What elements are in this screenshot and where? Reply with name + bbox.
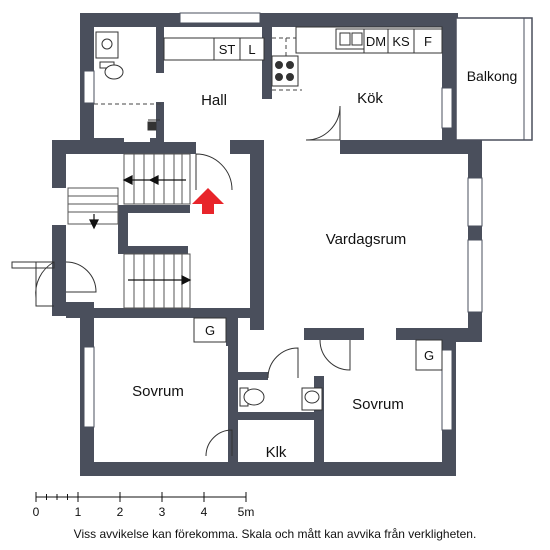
label-st: ST [219,42,236,57]
label-g-right: G [424,348,434,363]
room-balkong: Balkong [467,68,518,84]
label-l: L [248,42,255,57]
balcony [455,17,533,141]
bathroom-fixtures [95,31,157,131]
label-g-center: G [205,323,215,338]
doors [11,105,351,457]
room-hall: Hall [201,92,227,109]
scale-tick-labels: 0 1 2 3 4 5m [33,505,255,519]
closets [193,317,443,371]
entrance-arrow [192,188,224,214]
scale-tick-5: 5m [238,505,255,519]
center-bath-fixtures [239,387,323,411]
stair-arrows [89,175,192,285]
label-dm: DM [366,34,386,49]
scale-bar [35,492,247,502]
room-sovrum-left: Sovrum [132,383,184,400]
scale-tick-3: 3 [159,505,166,519]
scale-tick-2: 2 [117,505,124,519]
internal-walls [66,27,456,476]
label-f: F [424,34,432,49]
stairs [67,153,191,309]
room-sovrum-right: Sovrum [352,396,404,413]
label-ks: KS [392,34,410,49]
scale-tick-4: 4 [201,505,208,519]
scale-tick-0: 0 [33,505,40,519]
kitchen-fixtures [163,26,443,87]
disclaimer-text: Viss avvikelse kan förekomma. Skala och … [73,527,477,541]
room-vardagsrum: Vardagsrum [326,231,407,248]
windows [83,12,483,431]
room-kok: Kök [357,90,383,107]
room-klk: Klk [266,444,287,461]
scale-tick-1: 1 [75,505,82,519]
